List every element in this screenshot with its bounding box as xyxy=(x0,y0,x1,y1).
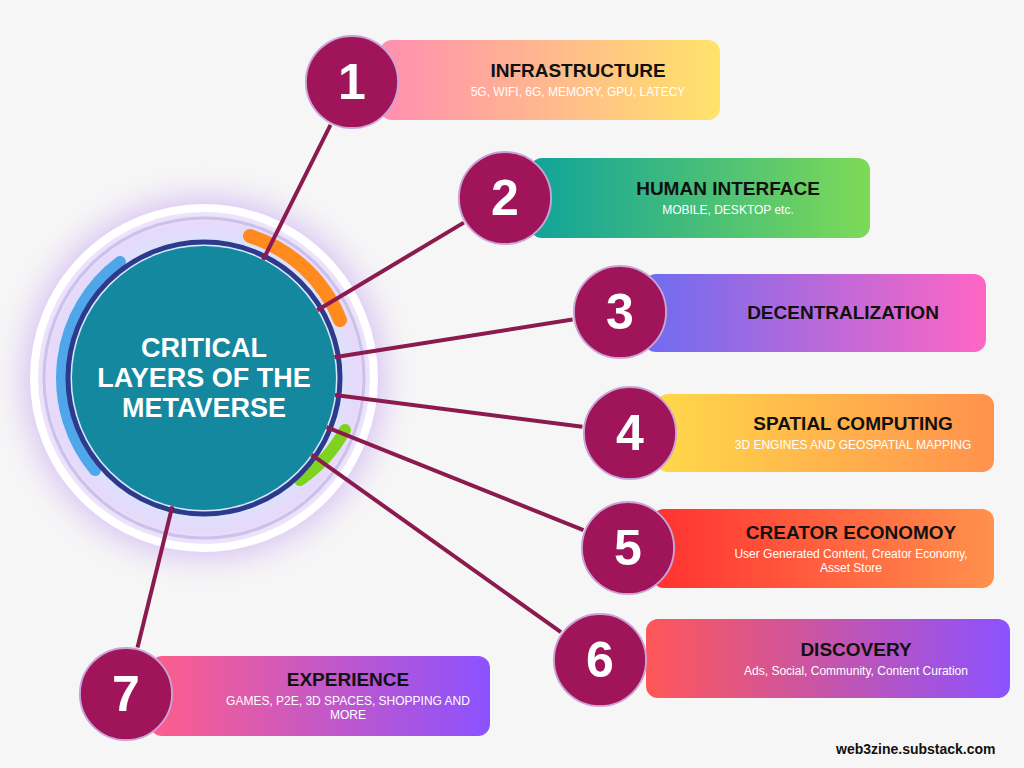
callout-number: 2 xyxy=(491,173,519,223)
callout-number: 1 xyxy=(338,57,366,107)
callout-number: 4 xyxy=(616,408,644,458)
inner-ring xyxy=(44,218,364,538)
layer-box: EXPERIENCE GAMES, P2E, 3D SPACES, SHOPPIN… xyxy=(150,656,490,736)
layer-heading: INFRASTRUCTURE xyxy=(490,60,665,82)
layer-detail: Ads, Social, Community, Content Curation xyxy=(744,664,968,678)
connector-line xyxy=(312,455,561,633)
connector-line xyxy=(317,223,464,311)
layer-number-circle: 6 xyxy=(552,612,648,708)
layer-heading: CREATOR ECONOMOY xyxy=(746,522,956,544)
layer-detail: 3D ENGINES AND GEOSPATIAL MAPPING xyxy=(735,438,972,452)
hub-title: CRITICAL LAYERS OF THE METAVERSE xyxy=(86,333,322,424)
callout-number: 5 xyxy=(614,523,642,573)
layer-box: DECENTRALIZATION xyxy=(644,274,986,352)
layer-detail: 5G, WIFI, 6G, MEMORY, GPU, LATECY xyxy=(471,85,686,99)
layer-heading: HUMAN INTERFACE xyxy=(636,178,820,200)
layer-heading: EXPERIENCE xyxy=(287,669,409,691)
layer-number-circle: 7 xyxy=(78,646,174,742)
glow xyxy=(0,163,419,593)
callout-number: 6 xyxy=(586,635,614,685)
layer-heading: DISCOVERY xyxy=(800,639,911,661)
layer-box: DISCOVERY Ads, Social, Community, Content… xyxy=(646,619,1010,698)
outer-ring xyxy=(34,208,374,548)
callout-number: 7 xyxy=(112,669,140,719)
layer-box: SPATIAL COMPUTING 3D ENGINES AND GEOSPATI… xyxy=(656,394,994,472)
layer-detail: GAMES, P2E, 3D SPACES, SHOPPING AND MORE xyxy=(220,694,476,723)
layer-box: CREATOR ECONOMOY User Generated Content, … xyxy=(652,509,994,588)
layer-box: HUMAN INTERFACE MOBILE, DESKTOP etc. xyxy=(530,158,870,238)
connector-line xyxy=(263,125,331,260)
connector-line xyxy=(334,320,572,358)
layer-detail: User Generated Content, Creator Economy,… xyxy=(722,547,980,576)
hub-circle: CRITICAL LAYERS OF THE METAVERSE xyxy=(72,246,336,510)
watermark: web3zine.substack.com xyxy=(836,741,996,757)
callout-number: 3 xyxy=(606,287,634,337)
layer-number-circle: 4 xyxy=(582,385,678,481)
layer-number-circle: 2 xyxy=(457,150,553,246)
disc-rim xyxy=(68,242,340,514)
layer-heading: DECENTRALIZATION xyxy=(747,302,939,324)
layer-number-circle: 1 xyxy=(304,34,400,130)
layer-number-circle: 5 xyxy=(580,500,676,596)
layer-number-circle: 3 xyxy=(572,264,668,360)
connector-line xyxy=(138,506,173,647)
layer-heading: SPATIAL COMPUTING xyxy=(753,413,953,435)
layer-detail: MOBILE, DESKTOP etc. xyxy=(662,203,794,217)
connector-line xyxy=(327,427,584,530)
layer-box: INFRASTRUCTURE 5G, WIFI, 6G, MEMORY, GPU,… xyxy=(380,40,720,120)
connector-line xyxy=(335,395,582,427)
